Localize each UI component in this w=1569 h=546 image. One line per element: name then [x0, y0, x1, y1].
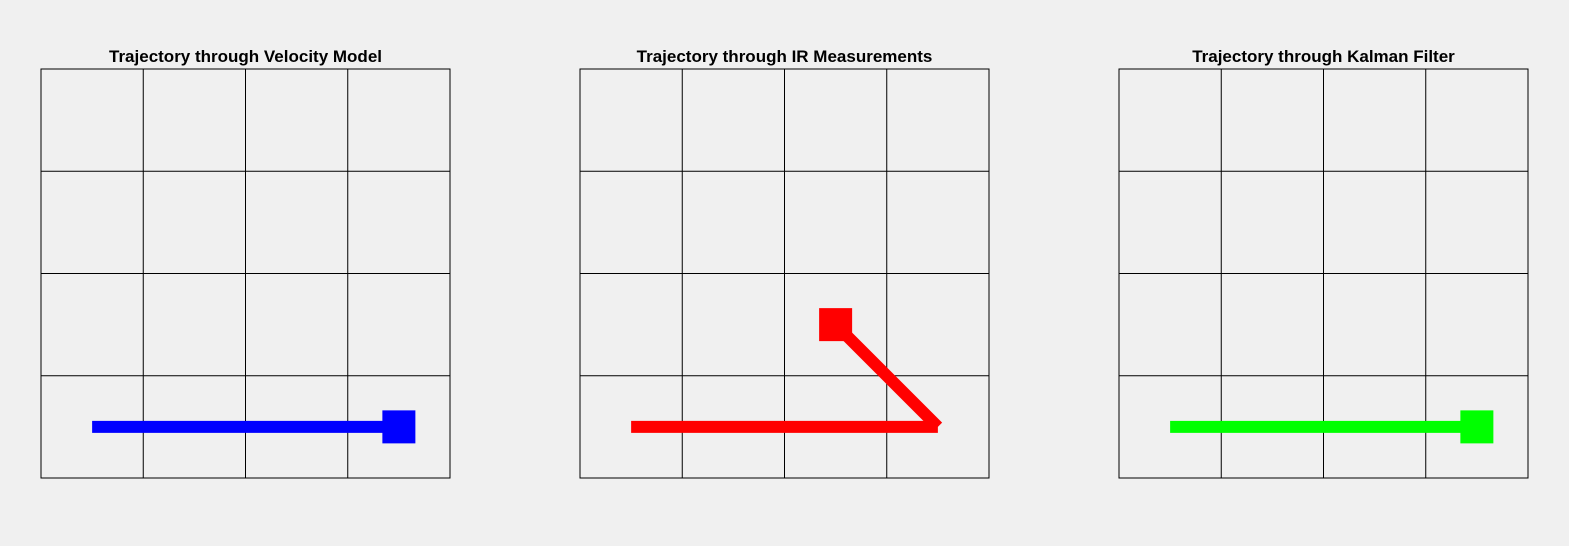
kalman-filter-grid: [1118, 68, 1529, 479]
velocity-model-grid: [40, 68, 451, 479]
kalman-filter-panel: Trajectory through Kalman Filter: [1118, 47, 1529, 479]
ir-measurements-trajectory: [631, 308, 943, 433]
kalman-filter-trajectory: [1170, 410, 1494, 444]
velocity-model-axes-frame: [40, 68, 451, 479]
kalman-filter-title: Trajectory through Kalman Filter: [1192, 47, 1455, 66]
velocity-model-trajectory: [92, 410, 416, 444]
ir-measurements-path-segment: [831, 320, 943, 432]
ir-measurements-title: Trajectory through IR Measurements: [637, 47, 933, 66]
velocity-model-end-marker: [382, 410, 416, 444]
ir-measurements-panel: Trajectory through IR Measurements: [579, 47, 990, 479]
velocity-model-panel: Trajectory through Velocity Model: [40, 47, 451, 479]
velocity-model-title: Trajectory through Velocity Model: [109, 47, 382, 66]
kalman-filter-axes-frame: [1118, 68, 1529, 479]
ir-measurements-end-marker: [819, 308, 853, 342]
ir-measurements-grid: [579, 68, 990, 479]
kalman-filter-end-marker: [1460, 410, 1494, 444]
ir-measurements-axes-frame: [579, 68, 990, 479]
